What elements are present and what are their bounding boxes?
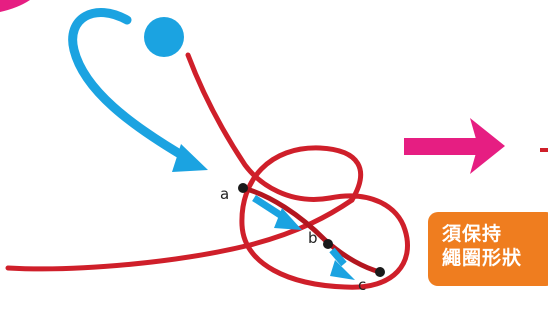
curved-guide-arrow-icon (68, 8, 195, 165)
corner-decoration (0, 0, 30, 12)
point-c-label: c (358, 276, 366, 294)
point-a-label: a (220, 185, 229, 203)
rope-loop (239, 145, 410, 290)
point-b-dot (323, 239, 333, 249)
point-c-dot (375, 267, 385, 277)
next-step-arrow-shaft (404, 138, 484, 155)
rope-tail (5, 197, 355, 272)
rope-working-end (185, 52, 333, 202)
keep-loop-shape-callout: 須保持 繩圈形狀 (428, 212, 548, 286)
start-circle-icon (144, 17, 184, 57)
curved-guide-arrowhead-icon (172, 144, 208, 172)
point-b-label: b (308, 229, 318, 247)
arrow-b-to-c-head-icon (330, 260, 355, 280)
next-step-arrow-icon (470, 118, 505, 174)
arrow-a-to-b-head-icon (274, 208, 302, 230)
arrow-b-to-c-icon (329, 247, 347, 267)
point-a-dot (238, 183, 248, 193)
callout-line-2: 繩圈形狀 (442, 247, 523, 269)
rope-crossing-strand (240, 185, 383, 275)
callout-line-1: 須保持 (442, 223, 503, 245)
